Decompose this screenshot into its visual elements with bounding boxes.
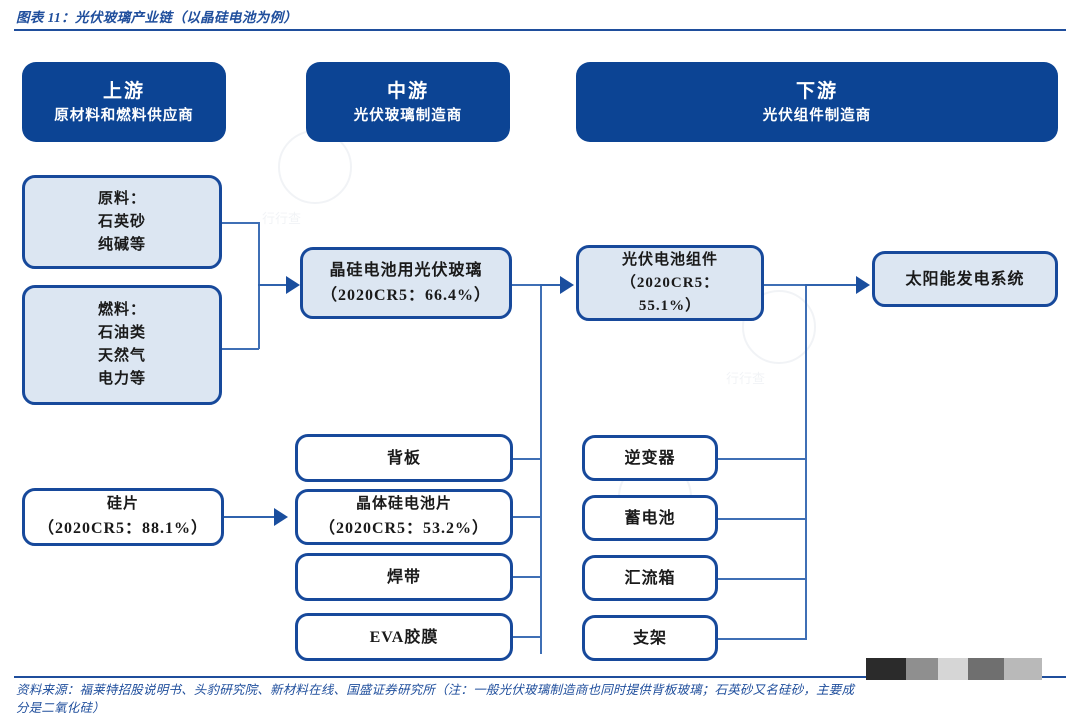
connector-glass-out: [512, 284, 542, 286]
footer-divider: [14, 676, 1066, 678]
node-fuel-line-1: 燃料：: [97, 302, 146, 318]
arrow-wafer-to-cell: [274, 508, 288, 526]
connector-battery-out: [718, 518, 806, 520]
connector-downstream-to-system: [805, 284, 860, 287]
node-ribbon[interactable]: 焊带: [295, 553, 513, 601]
watermark-text-2: 行行查: [726, 371, 766, 386]
node-backsheet[interactable]: 背板: [295, 434, 513, 482]
node-pv-module-line-3: 55.1%）: [638, 297, 702, 314]
connector-midstream-bus: [540, 284, 542, 654]
arrow-upstream-to-glass: [286, 276, 300, 294]
redaction-block-2: [906, 658, 938, 680]
connector-bracket-out: [718, 638, 806, 640]
title-divider: [14, 29, 1066, 31]
connector-midstream-to-module: [540, 284, 572, 287]
node-solar-power-system[interactable]: 太阳能发电系统: [872, 251, 1058, 307]
connector-raw-material-out: [221, 222, 259, 224]
connector-eva-out: [512, 636, 542, 638]
node-inverter[interactable]: 逆变器: [582, 435, 718, 481]
connector-backsheet-out: [512, 458, 542, 460]
tier-header-midstream-title: 中游: [386, 80, 429, 102]
connector-module-out: [764, 284, 806, 286]
node-pv-glass-line-2: （2020CR5：66.4%）: [320, 287, 492, 304]
node-solar-cell-line-2: （2020CR5：53.2%）: [318, 520, 490, 537]
arrow-midstream-to-module: [560, 276, 574, 294]
node-combiner-box[interactable]: 汇流箱: [582, 555, 718, 601]
connector-downstream-bus: [805, 284, 807, 640]
connector-ribbon-out: [512, 576, 542, 578]
figure-source-line-2: 分是二氧化硅）: [16, 701, 105, 715]
node-eva-film[interactable]: EVA胶膜: [295, 613, 513, 661]
node-combiner-box-label: 汇流箱: [624, 569, 676, 587]
tier-header-downstream: 下游 光伏组件制造商: [576, 62, 1058, 142]
arrow-downstream-to-system: [856, 276, 870, 294]
connector-fuel-out: [221, 348, 259, 350]
node-fuel[interactable]: 燃料： 石油类 天然气 电力等: [22, 285, 222, 405]
node-raw-material-line-2: 石英砂: [97, 213, 146, 230]
connector-inverter-out: [718, 458, 806, 460]
tier-header-upstream: 上游 原材料和燃料供应商: [22, 62, 226, 142]
node-solar-cell-line-1: 晶体硅电池片: [355, 496, 452, 512]
node-silicon-wafer-line-1: 硅片: [106, 496, 139, 512]
tier-header-downstream-title: 下游: [795, 80, 838, 102]
tier-header-midstream-subtitle: 光伏玻璃制造商: [353, 107, 463, 124]
node-pv-module[interactable]: 光伏电池组件 （2020CR5： 55.1%）: [576, 245, 764, 321]
node-silicon-wafer[interactable]: 硅片 （2020CR5：88.1%）: [22, 488, 224, 546]
connector-cell-out: [512, 516, 542, 518]
tier-header-upstream-title: 上游: [102, 80, 145, 102]
node-pv-module-line-1: 光伏电池组件: [621, 251, 718, 268]
node-pv-glass-line-1: 晶硅电池用光伏玻璃: [329, 262, 483, 279]
node-fuel-line-3: 天然气: [97, 348, 146, 364]
node-storage-battery[interactable]: 蓄电池: [582, 495, 718, 541]
node-raw-material[interactable]: 原料： 石英砂 纯碱等: [22, 175, 222, 269]
node-raw-material-line-3: 纯碱等: [97, 236, 146, 253]
figure-source: 资料来源：福莱特招股说明书、头豹研究院、新材料在线、国盛证券研究所（注：一般光伏…: [16, 681, 1072, 717]
redaction-block-4: [968, 658, 1004, 680]
node-storage-battery-label: 蓄电池: [624, 509, 676, 527]
node-mounting-bracket[interactable]: 支架: [582, 615, 718, 661]
node-mounting-bracket-label: 支架: [632, 629, 667, 647]
node-pv-module-line-2: （2020CR5：: [620, 274, 720, 291]
node-pv-glass[interactable]: 晶硅电池用光伏玻璃 （2020CR5：66.4%）: [300, 247, 512, 319]
node-fuel-line-2: 石油类: [97, 325, 146, 341]
node-backsheet-label: 背板: [386, 449, 421, 467]
node-inverter-label: 逆变器: [624, 449, 676, 467]
node-silicon-wafer-line-2: （2020CR5：88.1%）: [37, 520, 209, 537]
figure-title: 图表 11：光伏玻璃产业链（以晶硅电池为例）: [16, 10, 298, 25]
node-ribbon-label: 焊带: [386, 568, 421, 586]
node-fuel-line-4: 电力等: [97, 371, 146, 387]
watermark-text: 行行查: [262, 211, 302, 226]
connector-upstream-to-glass: [258, 284, 286, 287]
connector-combiner-out: [718, 578, 806, 580]
node-raw-material-line-1: 原料：: [97, 190, 146, 207]
tier-header-upstream-subtitle: 原材料和燃料供应商: [54, 107, 194, 124]
node-solar-power-system-label: 太阳能发电系统: [905, 270, 1025, 288]
figure-source-line-1: 资料来源：福莱特招股说明书、头豹研究院、新材料在线、国盛证券研究所（注：一般光伏…: [16, 683, 855, 697]
redaction-block-1: [866, 658, 906, 680]
node-solar-cell[interactable]: 晶体硅电池片 （2020CR5：53.2%）: [295, 489, 513, 545]
tier-header-midstream: 中游 光伏玻璃制造商: [306, 62, 510, 142]
connector-wafer-to-cell: [222, 516, 274, 519]
redaction-block-3: [938, 658, 968, 680]
tier-header-downstream-subtitle: 光伏组件制造商: [762, 107, 872, 124]
node-eva-film-label: EVA胶膜: [369, 628, 439, 646]
redaction-block-5: [1004, 658, 1042, 680]
